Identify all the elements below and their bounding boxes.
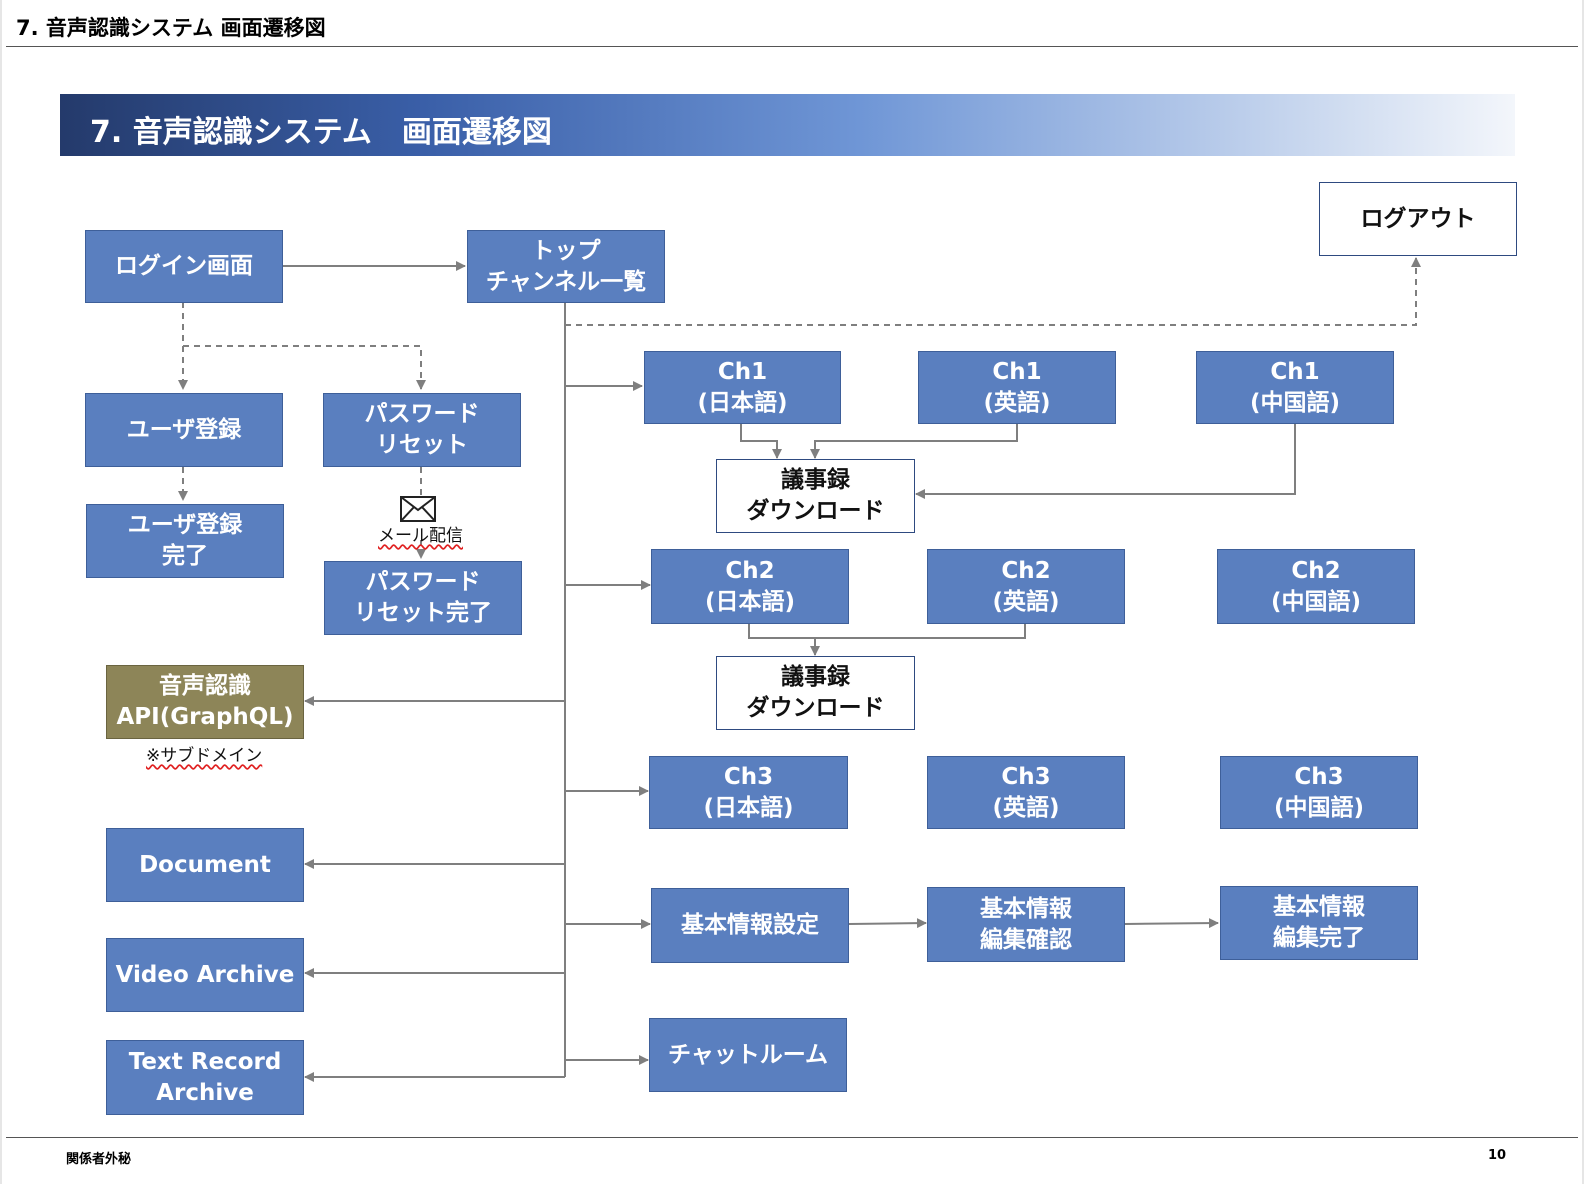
section-banner: 7. 音声認識システム 画面遷移図: [60, 94, 1515, 156]
page-number: 10: [1488, 1148, 1507, 1163]
edge-ch1en-minutes: [810, 424, 1018, 459]
node-user-registration-done[interactable]: ユーザ登録 完了: [86, 504, 284, 578]
edge-confirm-done: [1124, 918, 1219, 929]
node-ch1-ja[interactable]: Ch1 (日本語): [644, 351, 841, 424]
node-speech-api[interactable]: 音声認識 API(GraphQL): [106, 665, 304, 739]
node-ch3-en[interactable]: Ch3 (英語): [927, 756, 1125, 829]
node-basic-info-edit-done[interactable]: 基本情報 編集完了: [1220, 886, 1418, 960]
node-text-record-archive[interactable]: Text Record Archive: [106, 1040, 304, 1115]
node-ch3-ja[interactable]: Ch3 (日本語): [649, 756, 848, 829]
node-ch3-zh[interactable]: Ch3 (中国語): [1220, 756, 1418, 829]
node-document[interactable]: Document: [106, 828, 304, 902]
footer-divider: [6, 1137, 1578, 1138]
edge-login-pwreset: [183, 345, 426, 390]
header-divider: [6, 46, 1578, 47]
subdomain-label: ※サブドメイン: [146, 746, 263, 766]
node-chat-room[interactable]: チャットルーム: [649, 1018, 847, 1092]
edge-ch1ja-minutes: [740, 424, 782, 459]
edge-basic-confirm: [848, 918, 927, 929]
banner-title: 7. 音声認識システム 画面遷移図: [90, 115, 552, 150]
node-ch2-en[interactable]: Ch2 (英語): [927, 549, 1125, 624]
mail-delivery-label: メール配信: [378, 526, 463, 546]
node-logout[interactable]: ログアウト: [1319, 182, 1517, 256]
node-ch2-ja[interactable]: Ch2 (日本語): [651, 549, 849, 624]
node-password-reset[interactable]: パスワード リセット: [323, 393, 521, 467]
node-minutes-download-1[interactable]: 議事録 ダウンロード: [716, 459, 915, 533]
node-basic-info-edit-confirm[interactable]: 基本情報 編集確認: [927, 887, 1125, 962]
confidential-label: 関係者外秘: [66, 1152, 132, 1167]
node-minutes-download-2[interactable]: 議事録 ダウンロード: [716, 656, 915, 730]
envelope-icon: [400, 496, 436, 522]
edge-top-logout: [565, 257, 1421, 326]
subdomain-note: ※サブドメイン: [146, 741, 262, 766]
node-user-registration[interactable]: ユーザ登録: [85, 393, 283, 467]
edge-ch1zh-minutes: [915, 424, 1296, 499]
edge-ch2ja-minutes: [748, 624, 1026, 639]
node-top-channel-list[interactable]: トップ チャンネル一覧: [467, 230, 665, 303]
page-title: 7. 音声認識システム 画面遷移図: [16, 16, 326, 40]
node-video-archive[interactable]: Video Archive: [106, 938, 304, 1012]
node-password-reset-done[interactable]: パスワード リセット完了: [324, 561, 522, 635]
node-login[interactable]: ログイン画面: [85, 230, 283, 303]
node-ch1-en[interactable]: Ch1 (英語): [918, 351, 1116, 424]
node-basic-info-settings[interactable]: 基本情報設定: [651, 888, 849, 963]
node-ch2-zh[interactable]: Ch2 (中国語): [1217, 549, 1415, 624]
mail-delivery-note: メール配信: [378, 521, 463, 546]
node-ch1-zh[interactable]: Ch1 (中国語): [1196, 351, 1394, 424]
